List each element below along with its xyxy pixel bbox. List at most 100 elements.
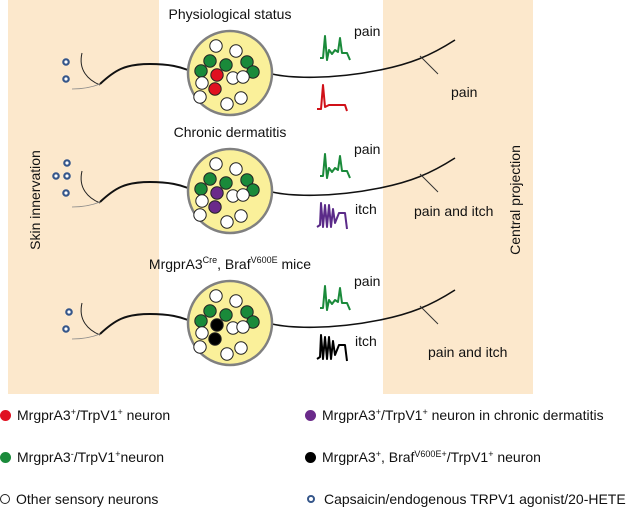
green-neuron [240,173,254,187]
legend-item-other: Other sensory neurons [0,491,158,507]
green-neuron [219,176,233,190]
condition-row: Physiological status pain pain [62,6,477,117]
legend-item-agonist: Capsaicin/endogenous TRPV1 agonist/20-HE… [305,491,626,507]
black-neuron-marker-icon [305,451,316,463]
other-neuron [209,157,223,171]
central-axon [271,157,456,197]
legend-item-green: MrgprA3-/TrpV1+neuron [0,449,164,465]
agonist-dot [62,189,70,197]
central-axon [271,289,456,329]
black-neuron [208,332,222,346]
upper-trace-label: pain [354,141,380,157]
legend-label: Capsaicin/endogenous TRPV1 agonist/20-HE… [324,491,626,507]
itch-trace [316,334,348,362]
other-neuron [234,341,248,355]
green-neuron [240,55,254,69]
nerve-ending [80,52,101,86]
agonist-dot [63,159,71,167]
green-neuron [219,58,233,72]
itch-trace [316,202,348,230]
other-neuron [236,320,250,334]
central-branch [419,55,439,75]
skin-innervation-label: Skin innervation [27,150,43,250]
purple-neuron [208,200,222,214]
other-neuron [234,91,248,105]
other-neuron [193,208,207,222]
red-neuron-marker-icon [0,409,11,421]
agonist-dot [62,58,70,66]
legend-label: MrgprA3+/TrpV1+ neuron [17,407,171,423]
nerve-ending [71,333,101,340]
other-neuron [236,188,250,202]
other-neuron [209,39,223,53]
other-neuron-marker-icon [0,494,10,504]
green-neuron [194,182,208,196]
other-neuron [209,289,223,303]
agonist-dot [62,75,70,83]
central-branch [419,305,439,325]
peripheral-axon [99,180,189,203]
peripheral-axon [99,62,189,85]
legend-label: MrgprA3+/TrpV1+ neuron in chronic dermat… [322,407,604,423]
central-output-label: pain and itch [414,203,493,219]
green-neuron [203,54,217,68]
legend-label: MrgprA3+, BrafV600E+/TrpV1+ neuron [322,449,541,465]
legend-item-purple: MrgprA3+/TrpV1+ neuron in chronic dermat… [305,407,604,423]
central-axon [271,39,456,79]
single-spike-trace [317,84,348,112]
central-branch [419,173,439,193]
upper-trace-label: pain [354,23,380,39]
other-neuron [220,347,234,361]
legend-item-red: MrgprA3+/TrpV1+ neuron [0,407,170,423]
other-neuron [193,90,207,104]
purple-neuron-marker-icon [305,409,316,421]
other-neuron [229,294,243,308]
green-neuron [240,305,254,319]
other-neuron [220,97,234,111]
green-neuron [203,172,217,186]
central-output-label: pain and itch [428,344,507,360]
green-neuron [194,64,208,78]
pain-trace [320,285,351,311]
upper-trace-label: pain [354,273,380,289]
condition-title: MrgprA3Cre, BrafV600E mice [149,255,311,272]
central-output-label: pain [451,84,477,100]
other-neuron [195,76,209,90]
agonist-dot [52,172,60,180]
other-neuron [236,70,250,84]
lower-trace-label: itch [355,201,377,217]
diagram-canvas: Skin innervation Central projection Phys… [8,0,533,394]
nerve-ending [71,83,101,90]
agonist-dot [62,325,70,333]
red-neuron [208,82,222,96]
other-neuron [229,44,243,58]
lower-trace-label: itch [355,333,377,349]
other-neuron [195,194,209,208]
other-neuron [220,215,234,229]
legend-item-black: MrgprA3+, BrafV600E+/TrpV1+ neuron [305,449,541,465]
condition-row: MrgprA3Cre, BrafV600E mice pain itch pain a… [62,255,507,367]
green-neuron [219,308,233,322]
condition-row: Chronic dermatitis pain itch pain and itch [52,124,493,235]
nerve-ending [80,170,101,204]
central-projection-label: Central projection [507,145,523,255]
black-neuron [210,318,224,332]
green-neuron [203,304,217,318]
other-neuron [234,209,248,223]
green-neuron [194,314,208,328]
legend-label: MrgprA3-/TrpV1+neuron [17,449,165,465]
nerve-ending [71,201,101,208]
pain-trace [320,153,351,179]
condition-title: Chronic dermatitis [174,124,287,140]
condition-title: Physiological status [169,6,292,22]
central-projection-panel [383,0,533,394]
purple-neuron [210,186,224,200]
agonist-marker-icon [307,495,315,503]
agonist-dot [65,308,73,316]
other-neuron [229,162,243,176]
green-neuron-marker-icon [0,451,11,463]
red-neuron [210,68,224,82]
other-neuron [193,340,207,354]
pain-trace [320,35,351,61]
